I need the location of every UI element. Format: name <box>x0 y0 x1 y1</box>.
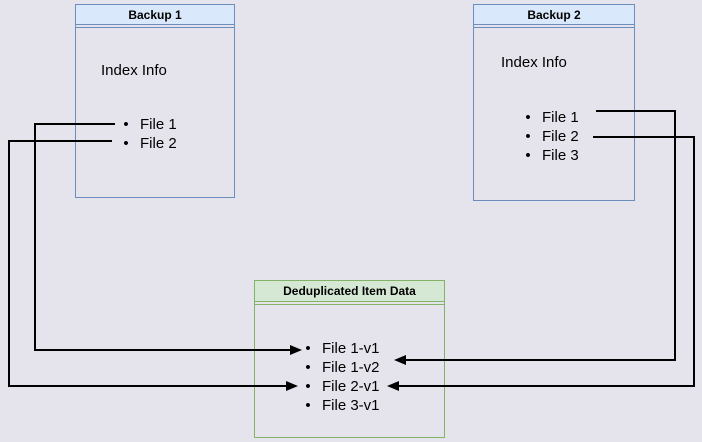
backup1-file-list: • File 1 • File 2 <box>118 116 177 154</box>
list-item: • File 1 <box>118 116 177 135</box>
file-version-label: File 1-v1 <box>322 340 380 357</box>
backup1-index-info-label: Index Info <box>101 62 167 79</box>
bullet-icon: • <box>525 147 531 164</box>
backup2-index-info-label: Index Info <box>501 54 567 71</box>
connector-segment <box>596 110 675 112</box>
file-label: File 3 <box>542 147 579 164</box>
arrowhead-icon <box>286 381 298 391</box>
backup2-title: Backup 2 <box>527 8 581 22</box>
connector-segment <box>34 349 290 351</box>
dedup-header: Deduplicated Item Data <box>255 281 444 302</box>
arrowhead-icon <box>394 355 406 365</box>
file-label: File 1 <box>542 109 579 126</box>
connector-segment <box>674 110 676 361</box>
connector-segment <box>9 140 112 142</box>
backup2-body: Index Info • File 1 • File 2 • File 3 <box>474 27 634 200</box>
connector-segment <box>8 385 286 387</box>
dedup-body: • File 1-v1 • File 1-v2 • File 2-v1 • Fi… <box>255 304 444 437</box>
connector-segment <box>693 136 695 387</box>
backup2-file-list: • File 1 • File 2 • File 3 <box>520 108 579 165</box>
list-item: • File 2-v1 <box>300 377 380 396</box>
bullet-icon: • <box>525 109 531 126</box>
backup1-box: Backup 1 Index Info • File 1 • File 2 <box>75 4 235 198</box>
bullet-icon: • <box>123 116 129 133</box>
dedup-box: Deduplicated Item Data • File 1-v1 • Fil… <box>254 280 445 438</box>
backup1-body: Index Info • File 1 • File 2 <box>76 27 234 197</box>
file-label: File 1 <box>140 116 177 133</box>
connector-segment <box>34 123 36 351</box>
bullet-icon: • <box>305 397 311 414</box>
connector-segment <box>399 385 694 387</box>
list-item: • File 2 <box>118 134 177 154</box>
list-item: • File 3-v1 <box>300 396 380 415</box>
file-version-label: File 2-v1 <box>322 378 380 395</box>
connector-segment <box>35 123 115 125</box>
bullet-icon: • <box>305 359 311 376</box>
dedup-title: Deduplicated Item Data <box>283 284 416 298</box>
list-item: • File 3 <box>520 146 579 165</box>
bullet-icon: • <box>123 134 129 152</box>
bullet-icon: • <box>305 340 311 357</box>
file-version-label: File 3-v1 <box>322 397 380 414</box>
bullet-icon: • <box>525 128 531 145</box>
connector-segment <box>406 359 675 361</box>
backup2-box: Backup 2 Index Info • File 1 • File 2 • … <box>473 4 635 201</box>
dedup-file-list: • File 1-v1 • File 1-v2 • File 2-v1 • Fi… <box>300 339 380 415</box>
file-label: File 2 <box>542 128 579 145</box>
backup1-title: Backup 1 <box>128 8 182 22</box>
backup2-header: Backup 2 <box>474 5 634 25</box>
bullet-icon: • <box>305 378 311 395</box>
list-item: • File 1-v2 <box>300 358 380 377</box>
list-item: • File 1-v1 <box>300 339 380 358</box>
file-label: File 2 <box>140 134 177 152</box>
arrowhead-icon <box>290 345 302 355</box>
connector-segment <box>8 140 10 387</box>
arrowhead-icon <box>387 381 399 391</box>
list-item: • File 1 <box>520 108 579 127</box>
connector-segment <box>593 136 694 138</box>
file-version-label: File 1-v2 <box>322 359 380 376</box>
backup1-header: Backup 1 <box>76 5 234 25</box>
list-item: • File 2 <box>520 127 579 146</box>
